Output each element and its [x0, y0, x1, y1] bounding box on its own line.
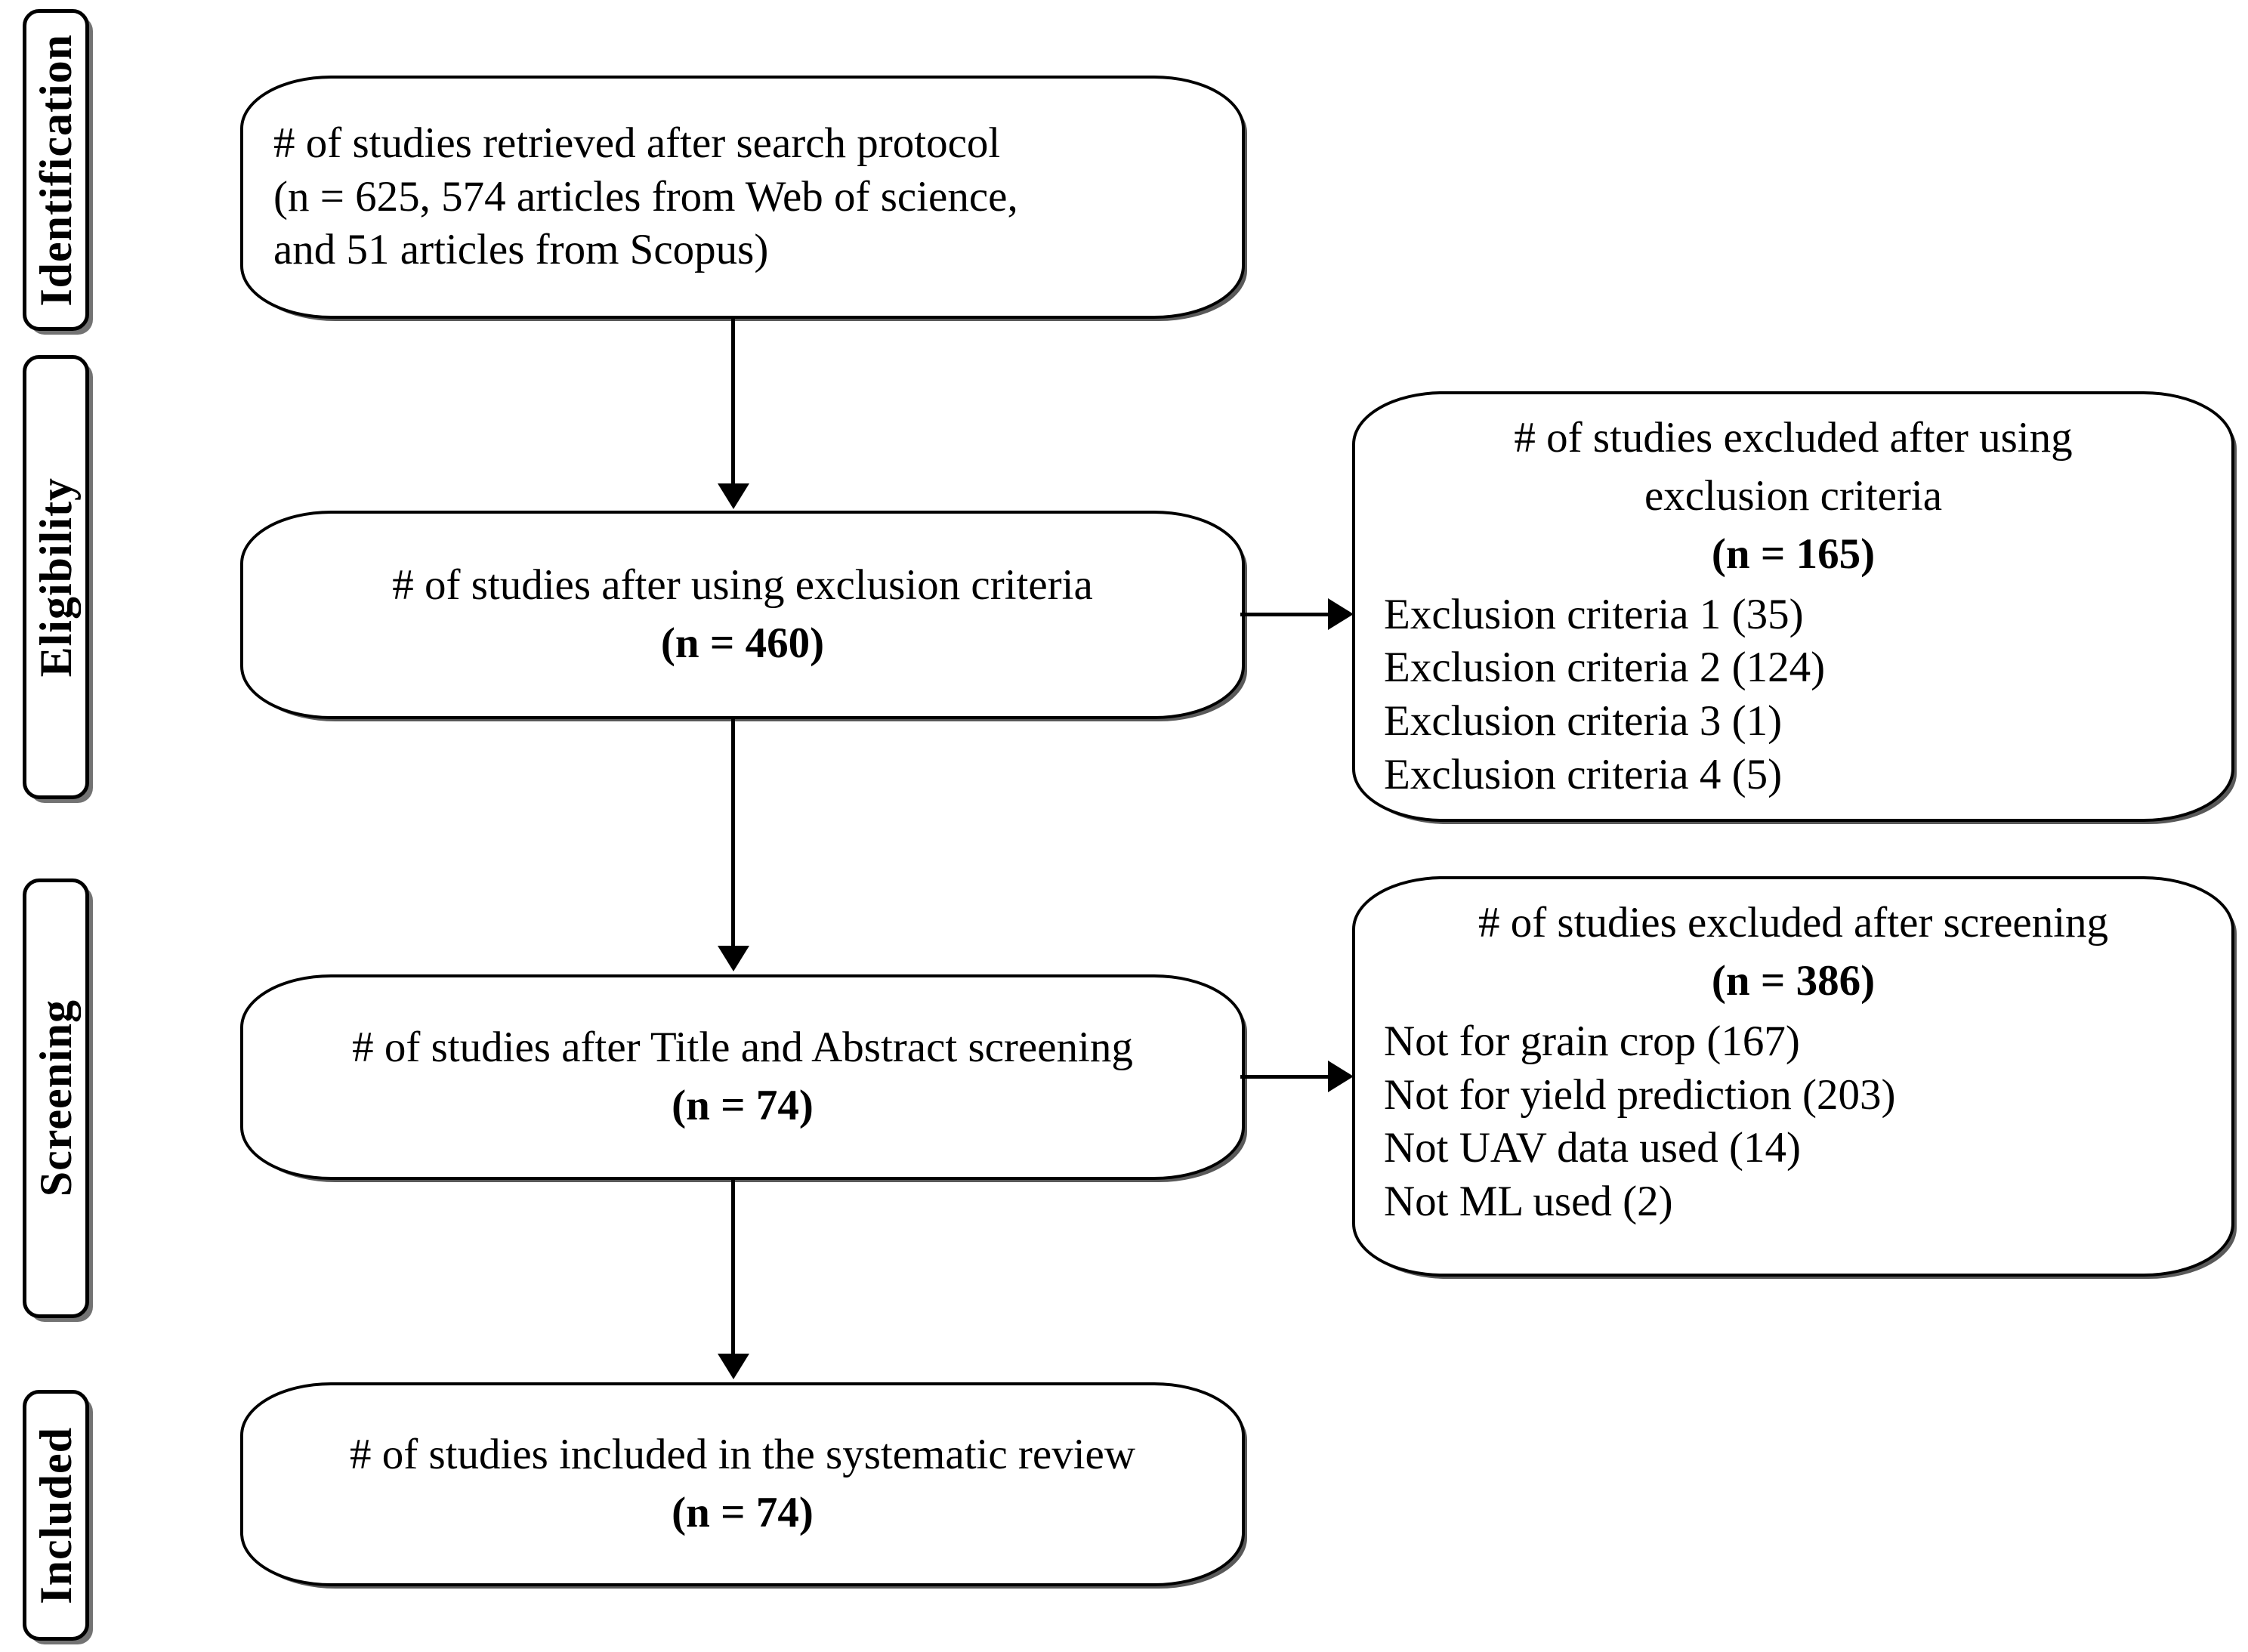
list-item: Exclusion criteria 2 (124)	[1384, 644, 1826, 692]
list-item: Not for grain crop (167)	[1384, 1017, 1800, 1065]
stage-label-identification: Identification	[31, 33, 81, 307]
list-item: Not UAV data used (14)	[1384, 1124, 1801, 1172]
stage-tab-identification: Identification	[23, 9, 89, 331]
box-excluded-exclusion-criteria: # of studies excluded after using exclus…	[1352, 391, 2234, 822]
box-after-exclusion-title: # of studies after using exclusion crite…	[392, 561, 1093, 610]
excluded-criteria-reason-list: Exclusion criteria 1 (35) Exclusion crit…	[1381, 588, 2206, 802]
connector-screening-to-excluded-box	[1240, 1075, 1331, 1079]
arrow-head-right-icon	[1328, 598, 1354, 630]
connector-exclusion-to-screening	[731, 719, 735, 947]
excluded-screening-count: (n = 386)	[1711, 956, 1876, 1005]
arrow-head-down-icon	[718, 1354, 749, 1379]
stage-tab-screening: Screening	[23, 878, 89, 1318]
box-studies-after-screening: # of studies after Title and Abstract sc…	[240, 974, 1245, 1180]
excluded-criteria-title-line-1: # of studies excluded after using	[1514, 414, 2073, 462]
arrow-head-down-icon	[718, 483, 749, 509]
stage-tab-included: Included	[23, 1390, 89, 1641]
stage-tab-eligibility: Eligibility	[23, 355, 89, 799]
excluded-criteria-title-line-2: exclusion criteria	[1644, 471, 1943, 520]
box-included-count: (n = 74)	[672, 1489, 814, 1536]
box-studies-retrieved: # of studies retrieved after search prot…	[240, 76, 1245, 319]
excluded-screening-reason-list: Not for grain crop (167) Not for yield p…	[1381, 1015, 2206, 1229]
box-included-title: # of studies included in the systematic …	[350, 1431, 1135, 1479]
connector-screening-to-included	[731, 1180, 735, 1355]
box-retrieved-line-2: (n = 625, 574 articles from Web of scien…	[273, 172, 1018, 221]
list-item: Exclusion criteria 4 (5)	[1384, 750, 1783, 798]
box-studies-included: # of studies included in the systematic …	[240, 1382, 1245, 1586]
arrow-head-down-icon	[718, 946, 749, 971]
stage-label-eligibility: Eligibility	[31, 477, 81, 678]
list-item: Not ML used (2)	[1384, 1177, 1673, 1225]
box-retrieved-line-1: # of studies retrieved after search prot…	[273, 119, 1001, 167]
list-item: Exclusion criteria 1 (35)	[1384, 590, 1804, 638]
connector-exclusion-to-excluded-box	[1240, 613, 1331, 616]
stage-label-screening: Screening	[31, 999, 81, 1197]
box-retrieved-line-3: and 51 articles from Scopus)	[273, 226, 769, 274]
list-item: Exclusion criteria 3 (1)	[1384, 697, 1783, 746]
box-excluded-screening: # of studies excluded after screening (n…	[1352, 876, 2234, 1277]
box-after-exclusion-count: (n = 460)	[660, 619, 825, 667]
excluded-screening-title: # of studies excluded after screening	[1478, 899, 2109, 946]
excluded-criteria-count: (n = 165)	[1711, 530, 1876, 578]
box-after-screening-title: # of studies after Title and Abstract sc…	[352, 1024, 1133, 1072]
box-studies-after-exclusion: # of studies after using exclusion crite…	[240, 511, 1245, 719]
arrow-head-right-icon	[1328, 1061, 1354, 1092]
list-item: Not for yield prediction (203)	[1384, 1070, 1896, 1119]
stage-label-included: Included	[31, 1426, 81, 1604]
connector-retrieved-to-exclusion	[731, 319, 735, 485]
box-after-screening-count: (n = 74)	[672, 1082, 814, 1129]
